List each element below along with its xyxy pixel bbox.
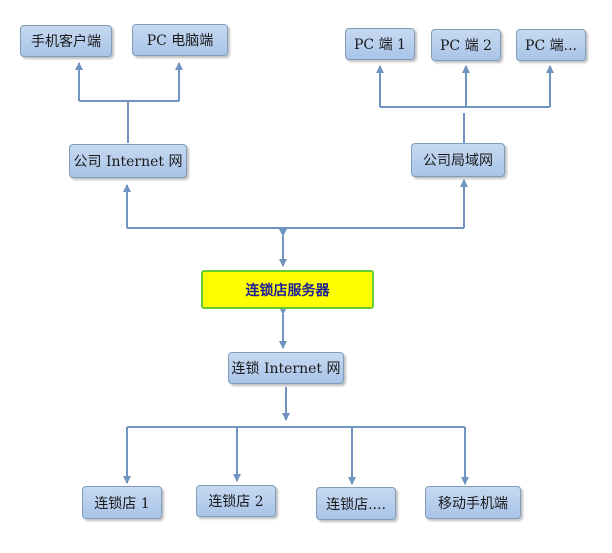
node-store-more: 连锁店....: [316, 487, 396, 520]
node-label: 移动手机端: [438, 495, 508, 512]
node-mobile-client: 手机客户端: [20, 25, 112, 57]
node-label: 连锁店 2: [208, 494, 264, 510]
node-store2: 连锁店 2: [196, 485, 276, 517]
node-label: 手机客户端: [31, 34, 101, 50]
node-label: 公司局域网: [423, 153, 493, 169]
node-server: 连锁店服务器: [201, 270, 374, 309]
node-label: 连锁店....: [326, 496, 386, 513]
node-pc2: PC 端 2: [431, 29, 501, 61]
node-label: PC 端...: [525, 38, 577, 54]
node-store1: 连锁店 1: [82, 486, 162, 519]
node-pc-more: PC 端...: [516, 29, 586, 61]
node-label: PC 端 2: [440, 38, 492, 54]
node-label: PC 端 1: [354, 37, 406, 53]
node-label: 连锁店 1: [94, 495, 150, 512]
node-pc1: PC 端 1: [345, 28, 415, 60]
node-label: 连锁店服务器: [245, 282, 330, 299]
node-label: 公司 Internet 网: [73, 154, 183, 170]
node-mobile-end: 移动手机端: [425, 486, 521, 519]
node-label: 连锁 Internet 网: [231, 361, 341, 377]
node-chain-internet: 连锁 Internet 网: [228, 352, 344, 384]
node-company-internet: 公司 Internet 网: [69, 144, 187, 178]
node-label: PC 电脑端: [146, 33, 214, 49]
node-company-lan: 公司局域网: [411, 143, 505, 177]
node-pc-pc: PC 电脑端: [132, 24, 228, 56]
